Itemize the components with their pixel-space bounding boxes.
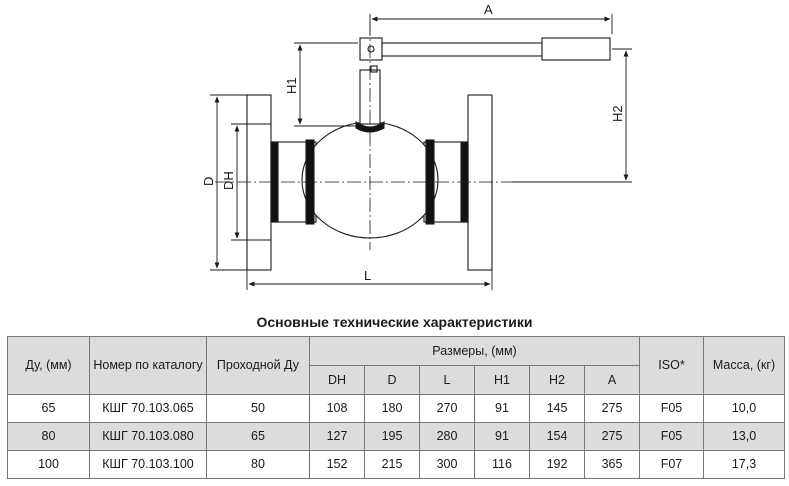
dim-label-h1: H1 bbox=[284, 77, 299, 94]
left-flange bbox=[246, 94, 272, 271]
cell-iso: F05 bbox=[639, 422, 704, 451]
header-mass: Масса, (кг) bbox=[703, 336, 785, 395]
cell-dim: 270 bbox=[419, 394, 475, 423]
cell-dim: 152 bbox=[309, 450, 365, 479]
cell-du: 65 bbox=[7, 394, 90, 423]
header-dim-h2: H2 bbox=[529, 365, 585, 395]
dim-label-d: D bbox=[201, 177, 216, 186]
header-du: Ду, (мм) bbox=[7, 336, 90, 395]
cell-dim: 195 bbox=[364, 422, 420, 451]
header-dim-l: L bbox=[419, 365, 475, 395]
dim-label-a: A bbox=[484, 2, 493, 17]
dim-label-h2: H2 bbox=[610, 105, 625, 122]
cell-catalog: КШГ 70.103.080 bbox=[89, 422, 207, 451]
cell-du: 100 bbox=[7, 450, 90, 479]
header-dim-dh: DH bbox=[309, 365, 365, 395]
header-passage: Проходной Ду bbox=[206, 336, 310, 395]
cell-passage: 80 bbox=[206, 450, 310, 479]
cell-du: 80 bbox=[7, 422, 90, 451]
cell-mass: 10,0 bbox=[703, 394, 785, 423]
cell-mass: 17,3 bbox=[703, 450, 785, 479]
header-dim-a: A bbox=[584, 365, 640, 395]
header-iso: ISO* bbox=[639, 336, 704, 395]
cell-dim: 108 bbox=[309, 394, 365, 423]
header-dims-group: Размеры, (мм) bbox=[309, 336, 640, 366]
cell-dim: 91 bbox=[474, 394, 530, 423]
table-title: Основные технические характеристики bbox=[256, 314, 533, 330]
cell-iso: F07 bbox=[639, 450, 704, 479]
handle-grip bbox=[541, 37, 611, 61]
cell-mass: 13,0 bbox=[703, 422, 785, 451]
cell-dim: 275 bbox=[584, 422, 640, 451]
cell-passage: 65 bbox=[206, 422, 310, 451]
valve-drawing: A H1 H2 D DH L bbox=[201, 2, 632, 290]
handle-lever bbox=[381, 42, 543, 57]
dim-label-dh: DH bbox=[221, 171, 236, 190]
cell-catalog: КШГ 70.103.065 bbox=[89, 394, 207, 423]
handle-head bbox=[359, 37, 383, 61]
cell-dim: 192 bbox=[529, 450, 585, 479]
cell-passage: 50 bbox=[206, 394, 310, 423]
cell-dim: 91 bbox=[474, 422, 530, 451]
cell-catalog: КШГ 70.103.100 bbox=[89, 450, 207, 479]
cell-dim: 280 bbox=[419, 422, 475, 451]
dim-label-l: L bbox=[364, 268, 371, 283]
cell-dim: 215 bbox=[364, 450, 420, 479]
cell-dim: 145 bbox=[529, 394, 585, 423]
cell-dim: 275 bbox=[584, 394, 640, 423]
cell-dim: 154 bbox=[529, 422, 585, 451]
spec-table: Ду, (мм) Номер по каталогу Проходной Ду … bbox=[7, 336, 785, 479]
cell-dim: 127 bbox=[309, 422, 365, 451]
cell-dim: 180 bbox=[364, 394, 420, 423]
header-dim-h1: H1 bbox=[474, 365, 530, 395]
cell-dim: 300 bbox=[419, 450, 475, 479]
header-dim-d: D bbox=[364, 365, 420, 395]
right-flange bbox=[467, 94, 493, 271]
header-catalog: Номер по каталогу bbox=[89, 336, 207, 395]
cell-iso: F05 bbox=[639, 394, 704, 423]
cell-dim: 365 bbox=[584, 450, 640, 479]
cell-dim: 116 bbox=[474, 450, 530, 479]
